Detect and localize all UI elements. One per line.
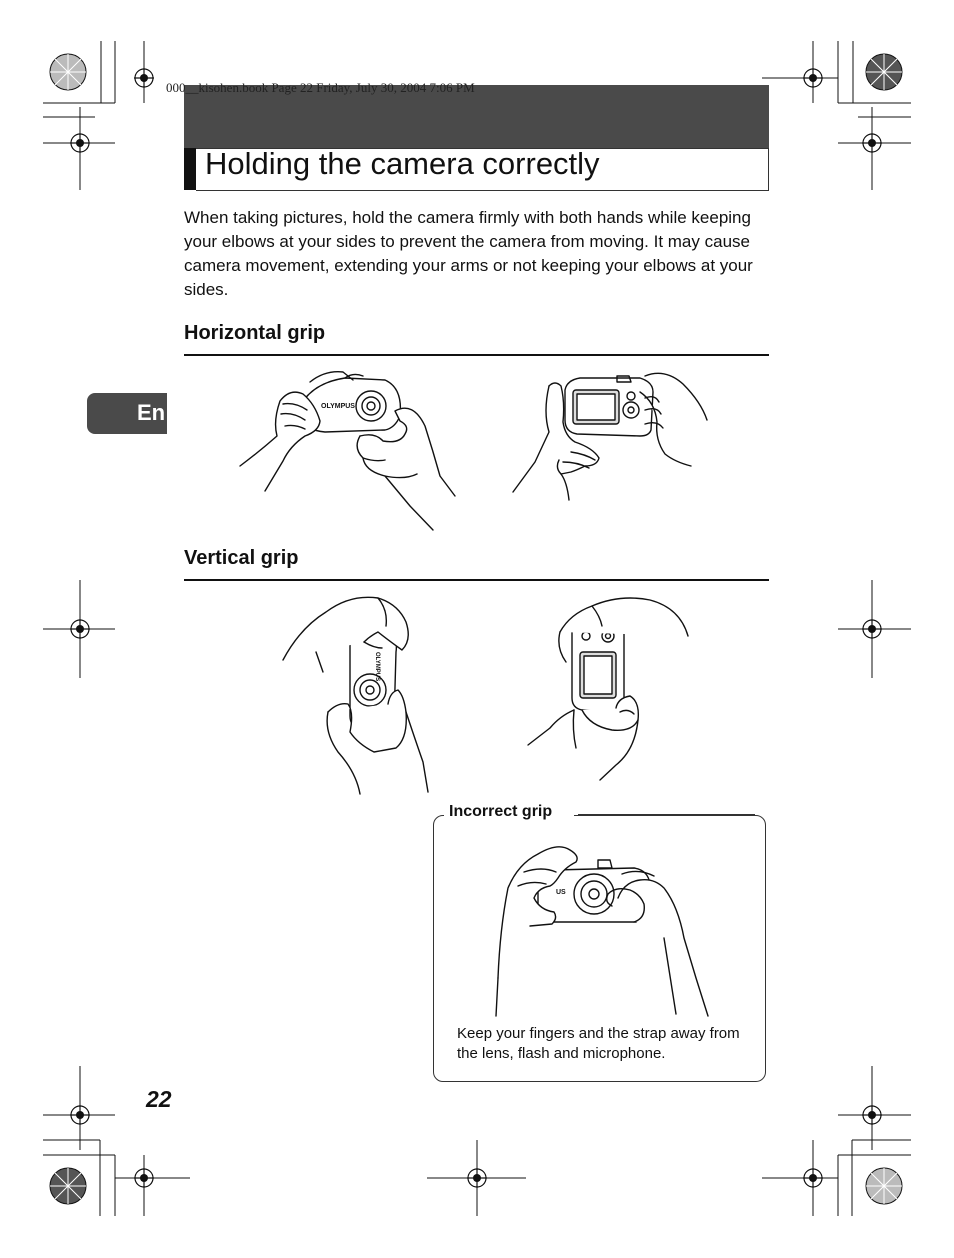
- callout-title: Incorrect grip: [449, 803, 553, 820]
- callout-text: Keep your fingers and the strap away fro…: [457, 1025, 740, 1062]
- title-band: [184, 85, 769, 148]
- incorrect-grip-callout: [433, 815, 766, 1082]
- svg-text:OLYMPUS: OLYMPUS: [374, 652, 380, 681]
- heading-vertical-grip: Vertical grip: [184, 547, 299, 569]
- callout-title-gap: [444, 808, 574, 822]
- callout-title-rule: [578, 814, 755, 816]
- incorrect-grip-illustration: US: [495, 846, 709, 1017]
- page-number: 22: [146, 1086, 172, 1112]
- language-tab: [87, 393, 167, 434]
- horizontal-grip-back-illustration: [512, 372, 708, 501]
- vertical-grip-front-illustration: OLYMPUS: [282, 596, 429, 795]
- horizontal-grip-front-illustration: OLYMPUS: [239, 371, 456, 531]
- file-info: 000__kisohen.book Page 22 Friday, July 3…: [166, 80, 475, 95]
- language-tab-label: En: [137, 400, 166, 425]
- title-accent-bar: [184, 148, 196, 190]
- rule-horizontal: [184, 354, 769, 356]
- intro-paragraph: When taking pictures, hold the camera fi…: [184, 208, 753, 299]
- page-title: Holding the camera correctly: [205, 146, 600, 181]
- title-frame: [196, 148, 769, 191]
- svg-text:OLYMPUS: OLYMPUS: [321, 403, 355, 410]
- heading-horizontal-grip: Horizontal grip: [184, 322, 326, 344]
- svg-text:US: US: [556, 889, 566, 896]
- vertical-grip-back-illustration: [527, 597, 689, 781]
- rule-vertical: [184, 579, 769, 581]
